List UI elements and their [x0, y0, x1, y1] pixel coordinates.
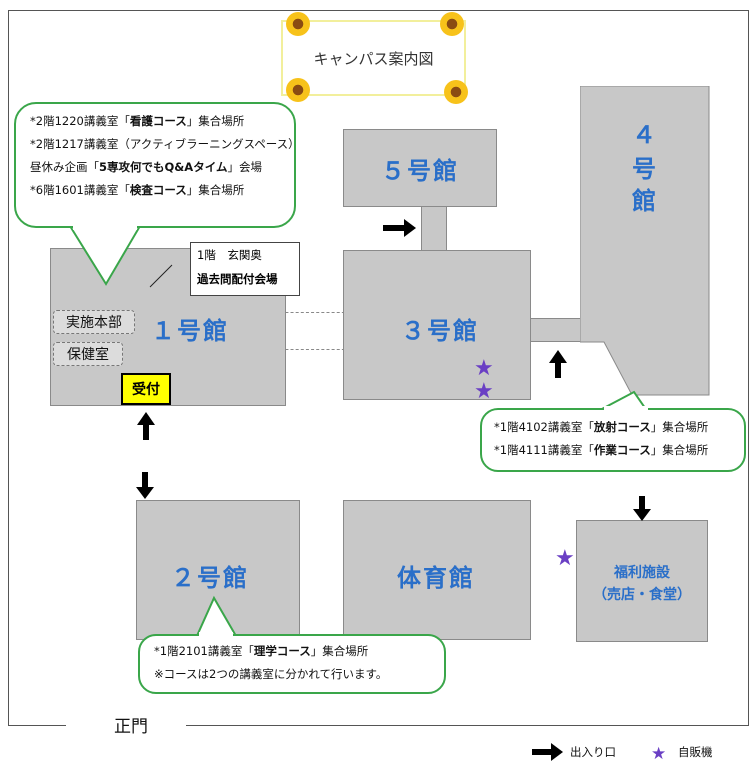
welfare-facility[interactable] [576, 520, 708, 642]
map-title: キャンパス案内図 [281, 20, 466, 96]
callout-building-4: *1階4102講義室「放射コース」集合場所 *1階4111講義室「作業コース」集… [480, 408, 746, 472]
entrance-arrow-icon [633, 496, 651, 521]
hq-room[interactable]: 実施本部 [53, 310, 135, 334]
building-2-label: ２号館 [171, 563, 249, 592]
callout-b1-line-3: 昼休み企画「5専攻何でもQ&Aタイム」会場 [30, 160, 262, 174]
callout-b4-line-1: *1階4102講義室「放射コース」集合場所 [494, 420, 709, 434]
vending-machine-star-icon: ★ [474, 356, 494, 381]
gymnasium-label: 体育館 [397, 563, 475, 592]
building-4-label-2: 号 [632, 154, 658, 183]
entrance-arrow-icon [137, 412, 155, 440]
entrance-arrow-icon [549, 350, 567, 378]
callout-b2-line-1: *1階2101講義室「理学コース」集合場所 [154, 644, 369, 658]
health-room[interactable]: 保健室 [53, 342, 123, 366]
note-pointer-line [149, 264, 173, 288]
legend-vending-label: 自販機 [678, 745, 713, 759]
building-5[interactable]: ５号館 [343, 129, 497, 207]
legend-entrance-arrow-icon [532, 743, 563, 761]
callout-b2-tail-join [199, 632, 233, 638]
sunflower-icon [286, 78, 310, 102]
legend-entrance-label: 出入り口 [570, 745, 616, 759]
building-4-label-1: ４ [632, 120, 658, 149]
past-exam-distribution-note: 1階 玄関奥 過去問配付会場 [190, 242, 300, 296]
sunflower-icon [286, 12, 310, 36]
callout-b4-line-2: *1階4111講義室「作業コース」集合場所 [494, 443, 709, 457]
callout-b1-line-2: *2階1217講義室（アクティブラーニングスペース） [30, 137, 300, 151]
entrance-arrow-icon [136, 472, 154, 499]
callout-b1-line-4: *6階1601講義室「検査コース」集合場所 [30, 183, 245, 197]
map-frame [8, 10, 749, 726]
legend-vending-star-icon: ★ [651, 744, 666, 764]
welfare-facility-name: 福利施設 [614, 565, 670, 581]
note-line-1: 1階 玄関奥 [197, 248, 262, 262]
sunflower-icon [440, 12, 464, 36]
vending-machine-star-icon: ★ [474, 379, 494, 404]
callout-building-1: *2階1220講義室「看護コース」集合場所 *2階1217講義室（アクティブラー… [14, 102, 300, 228]
welfare-facility-detail: （売店・食堂） [593, 587, 691, 603]
callout-b2-line-2: ※コースは2つの講義室に分かれて行います。 [154, 667, 388, 681]
callout-b4-tail-join [604, 406, 648, 412]
welfare-facility-label: 福利施設 （売店・食堂） [576, 562, 708, 606]
building-3-label: ３号館 [401, 316, 479, 345]
callout-building-2: *1階2101講義室「理学コース」集合場所 ※コースは2つの講義室に分かれて行い… [138, 634, 446, 694]
sunflower-icon [444, 80, 468, 104]
vending-machine-star-icon: ★ [555, 546, 575, 571]
entrance-arrow-icon [383, 219, 416, 237]
note-line-2: 過去問配付会場 [197, 272, 278, 286]
callout-b1-tail-join [73, 222, 137, 230]
main-gate-label: 正門 [114, 717, 148, 737]
gate-opening [66, 720, 186, 732]
callout-b1-tail [68, 225, 142, 286]
callout-b1-line-1: *2階1220講義室「看護コース」集合場所 [30, 114, 245, 128]
building-1-label: １号館 [151, 316, 229, 345]
building-3[interactable] [343, 250, 531, 400]
reception-desk[interactable]: 受付 [121, 373, 171, 405]
building-5-label: ５号館 [381, 156, 459, 185]
gymnasium[interactable] [343, 500, 531, 640]
building-4-label-3: 館 [632, 186, 658, 215]
